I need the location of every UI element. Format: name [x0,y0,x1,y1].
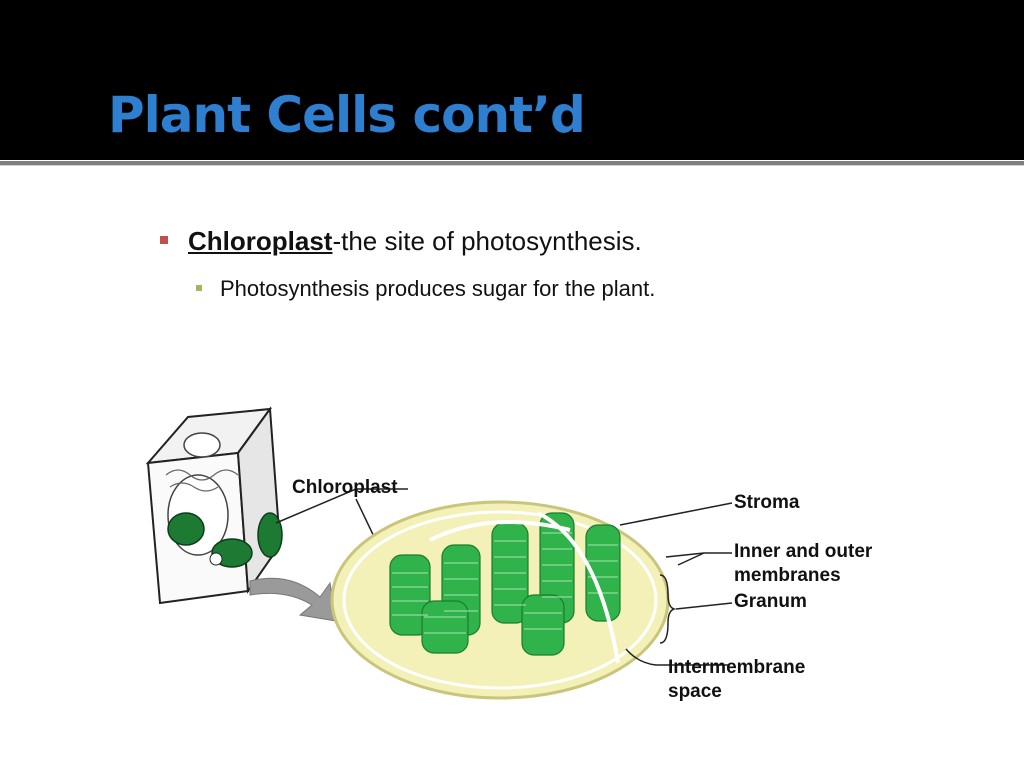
label-stroma: Stroma [734,492,800,513]
label-chloroplast: Chloroplast [292,477,398,498]
bullet-marker [160,236,168,244]
label-intermembrane-line2: space [668,681,722,702]
bullet-chloroplast: Chloroplast-the site of photosynthesis. [160,226,642,257]
chloroplast-diagram: Chloroplast Stroma Inner and outer membr… [145,406,873,702]
plant-cell-illustration [145,406,337,622]
slide-title: Plant Cells cont’d [108,86,586,144]
title-band [0,0,1024,160]
label-intermembrane-line1: Intermembrane [668,657,805,678]
label-membranes-line2: membranes [734,565,841,586]
label-leaders [619,502,733,666]
title-divider [0,161,1024,166]
sub-bullet-text: Photosynthesis produces sugar for the pl… [220,276,656,301]
bullet-term: Chloroplast [188,226,333,256]
bullet-photosynthesis: Photosynthesis produces sugar for the pl… [196,276,655,302]
chloroplast-illustration [330,500,670,700]
label-granum: Granum [734,591,807,612]
label-membranes-line1: Inner and outer [734,541,873,562]
bullet-text: -the site of photosynthesis. [332,226,642,256]
sub-bullet-marker [196,285,202,291]
